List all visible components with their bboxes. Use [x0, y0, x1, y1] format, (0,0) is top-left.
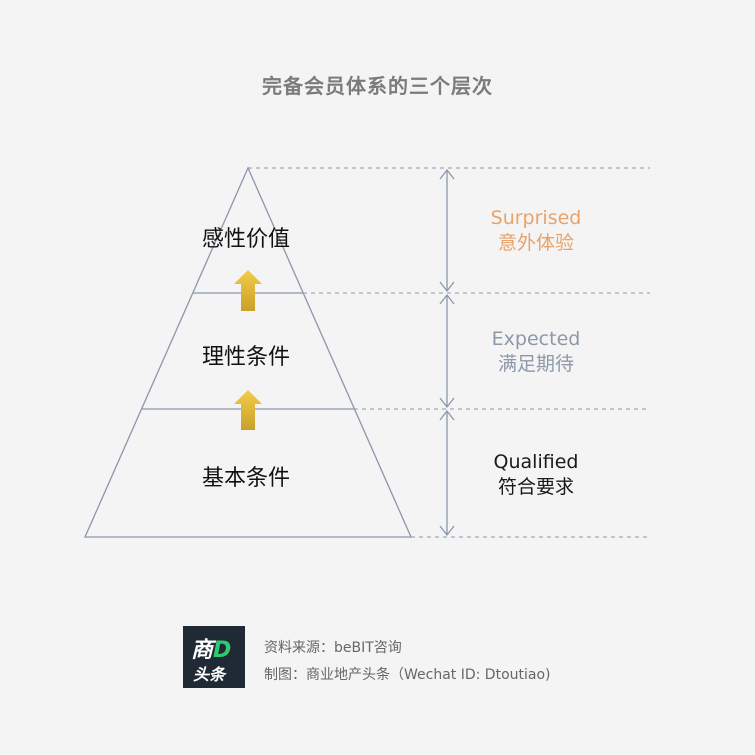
- level-label-zh: 意外体验: [497, 232, 574, 254]
- level-label-en: Expected: [491, 328, 581, 350]
- level-label-surprised: Surprised 意外体验: [456, 206, 616, 256]
- level-label-en: Qualified: [493, 451, 579, 473]
- tier-label-basic-conditions: 基本条件: [202, 466, 291, 491]
- tier-label-emotional-value: 感性价值: [202, 227, 291, 252]
- tier-label-rational-conditions: 理性条件: [202, 345, 291, 370]
- logo-text-sub: 头条: [193, 665, 226, 684]
- brand-logo: 商D 头条: [183, 626, 245, 688]
- range-arrow-surprised: [439, 168, 455, 293]
- level-label-qualified: Qualified 符合要求: [456, 450, 616, 500]
- level-label-zh: 符合要求: [497, 476, 574, 498]
- range-arrow-qualified: [439, 409, 455, 537]
- level-label-en: Surprised: [490, 207, 582, 229]
- logo-text-accent: D: [213, 638, 232, 663]
- diagram-title: 完备会员体系的三个层次: [262, 74, 493, 98]
- level-label-expected: Expected 满足期待: [456, 327, 616, 377]
- up-arrow-icon: [234, 270, 262, 311]
- logo-text-main: 商: [191, 638, 214, 663]
- chart-credit: 制图：商业地产头条（Wechat ID: Dtoutiao): [264, 667, 551, 683]
- pyramid-outline: [84, 166, 412, 538]
- level-label-zh: 满足期待: [497, 353, 574, 375]
- source-credit: 资料来源：beBIT咨询: [264, 640, 402, 656]
- up-arrow-icon: [234, 390, 262, 430]
- range-arrow-expected: [439, 293, 455, 409]
